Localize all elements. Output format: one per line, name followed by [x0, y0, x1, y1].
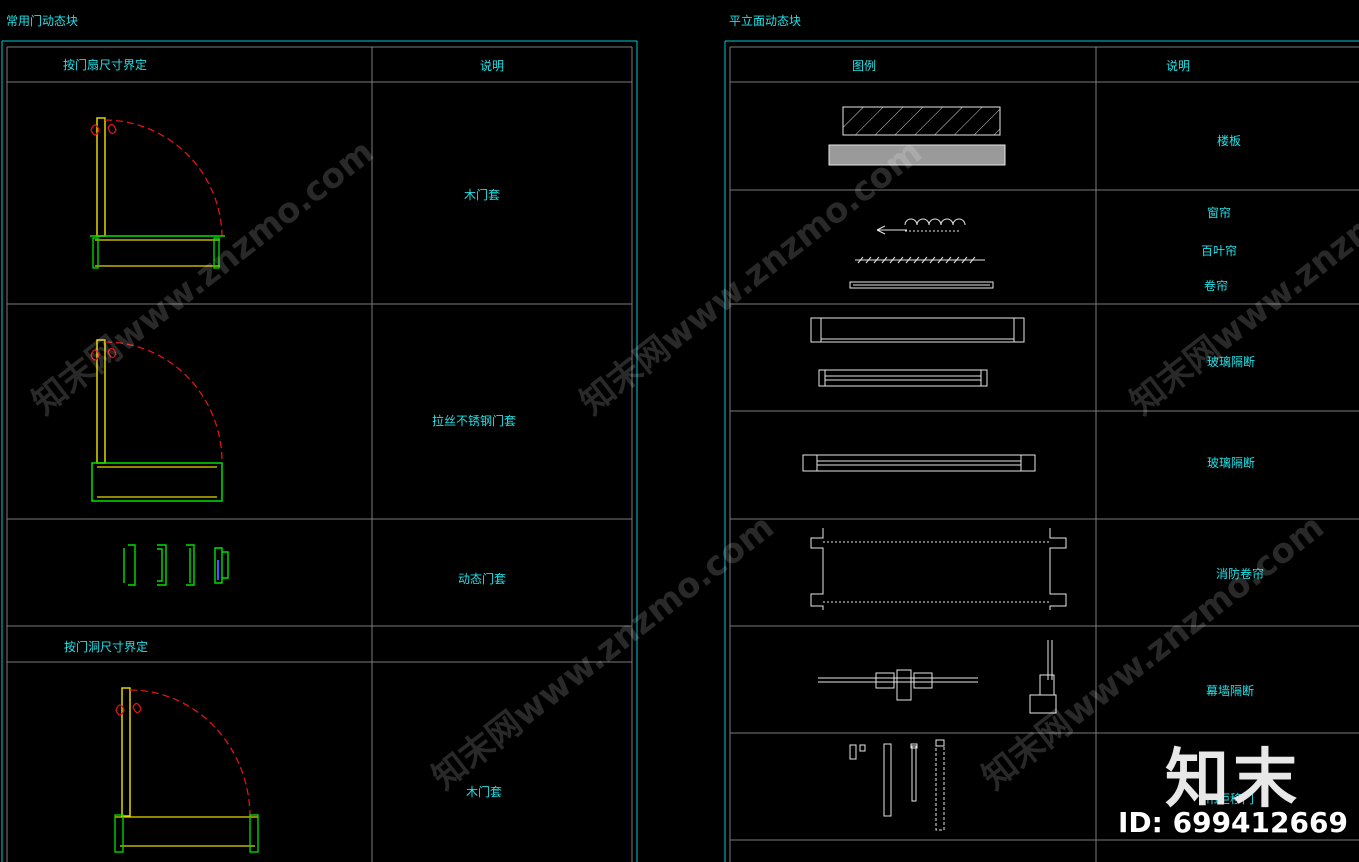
left-row2-desc: 拉丝不锈钢门套: [432, 414, 517, 428]
left-row3-desc: 动态门套: [458, 572, 507, 586]
door-symbol-wood-1: [90, 117, 225, 269]
right-row1-desc: 楼板: [1217, 134, 1242, 148]
glass-partition-symbol-2: [802, 454, 1036, 472]
right-desc-header: 说明: [1166, 59, 1191, 73]
right-row6-desc: 幕墙隔断: [1206, 684, 1255, 698]
right-panel-title: 平立面动态块: [729, 14, 802, 28]
left-section1-header: 按门扇尺寸界定: [63, 58, 148, 72]
left-panel-title: 常用门动态块: [6, 14, 79, 28]
brand-logo: 知末: [1165, 743, 1301, 817]
right-row4-desc: 玻璃隔断: [1207, 456, 1256, 470]
left-row4-desc: 木门套: [466, 785, 503, 799]
right-row2-desc2: 百叶帘: [1201, 244, 1238, 258]
door-symbol-steel: [90, 339, 223, 502]
door-symbol-wood-2: [114, 687, 259, 853]
right-panel-frame: [724, 40, 1359, 862]
right-row7-desc: 吊柜移门: [1206, 792, 1255, 806]
door-frame-profiles: [123, 544, 229, 586]
sliding-door-symbol: [849, 739, 945, 831]
image-id-label: ID: 699412669: [1118, 806, 1348, 839]
right-row5-desc: 消防卷帘: [1216, 567, 1265, 581]
right-row2-desc1: 窗帘: [1207, 206, 1232, 220]
right-row3-desc: 玻璃隔断: [1207, 355, 1256, 369]
right-legend-header: 图例: [852, 59, 877, 73]
glass-partition-symbol-1: [810, 317, 1025, 387]
curtain-symbols: [849, 218, 994, 289]
left-desc-header: 说明: [480, 59, 505, 73]
left-panel-frame: [1, 40, 638, 862]
right-row2-desc3: 卷帘: [1204, 279, 1229, 293]
fire-shutter-symbol: [810, 528, 1067, 610]
left-row1-desc: 木门套: [464, 188, 501, 202]
floor-slab-symbol: [828, 106, 1006, 166]
curtain-wall-symbol: [818, 640, 1057, 714]
left-section2-header: 按门洞尺寸界定: [64, 640, 149, 654]
